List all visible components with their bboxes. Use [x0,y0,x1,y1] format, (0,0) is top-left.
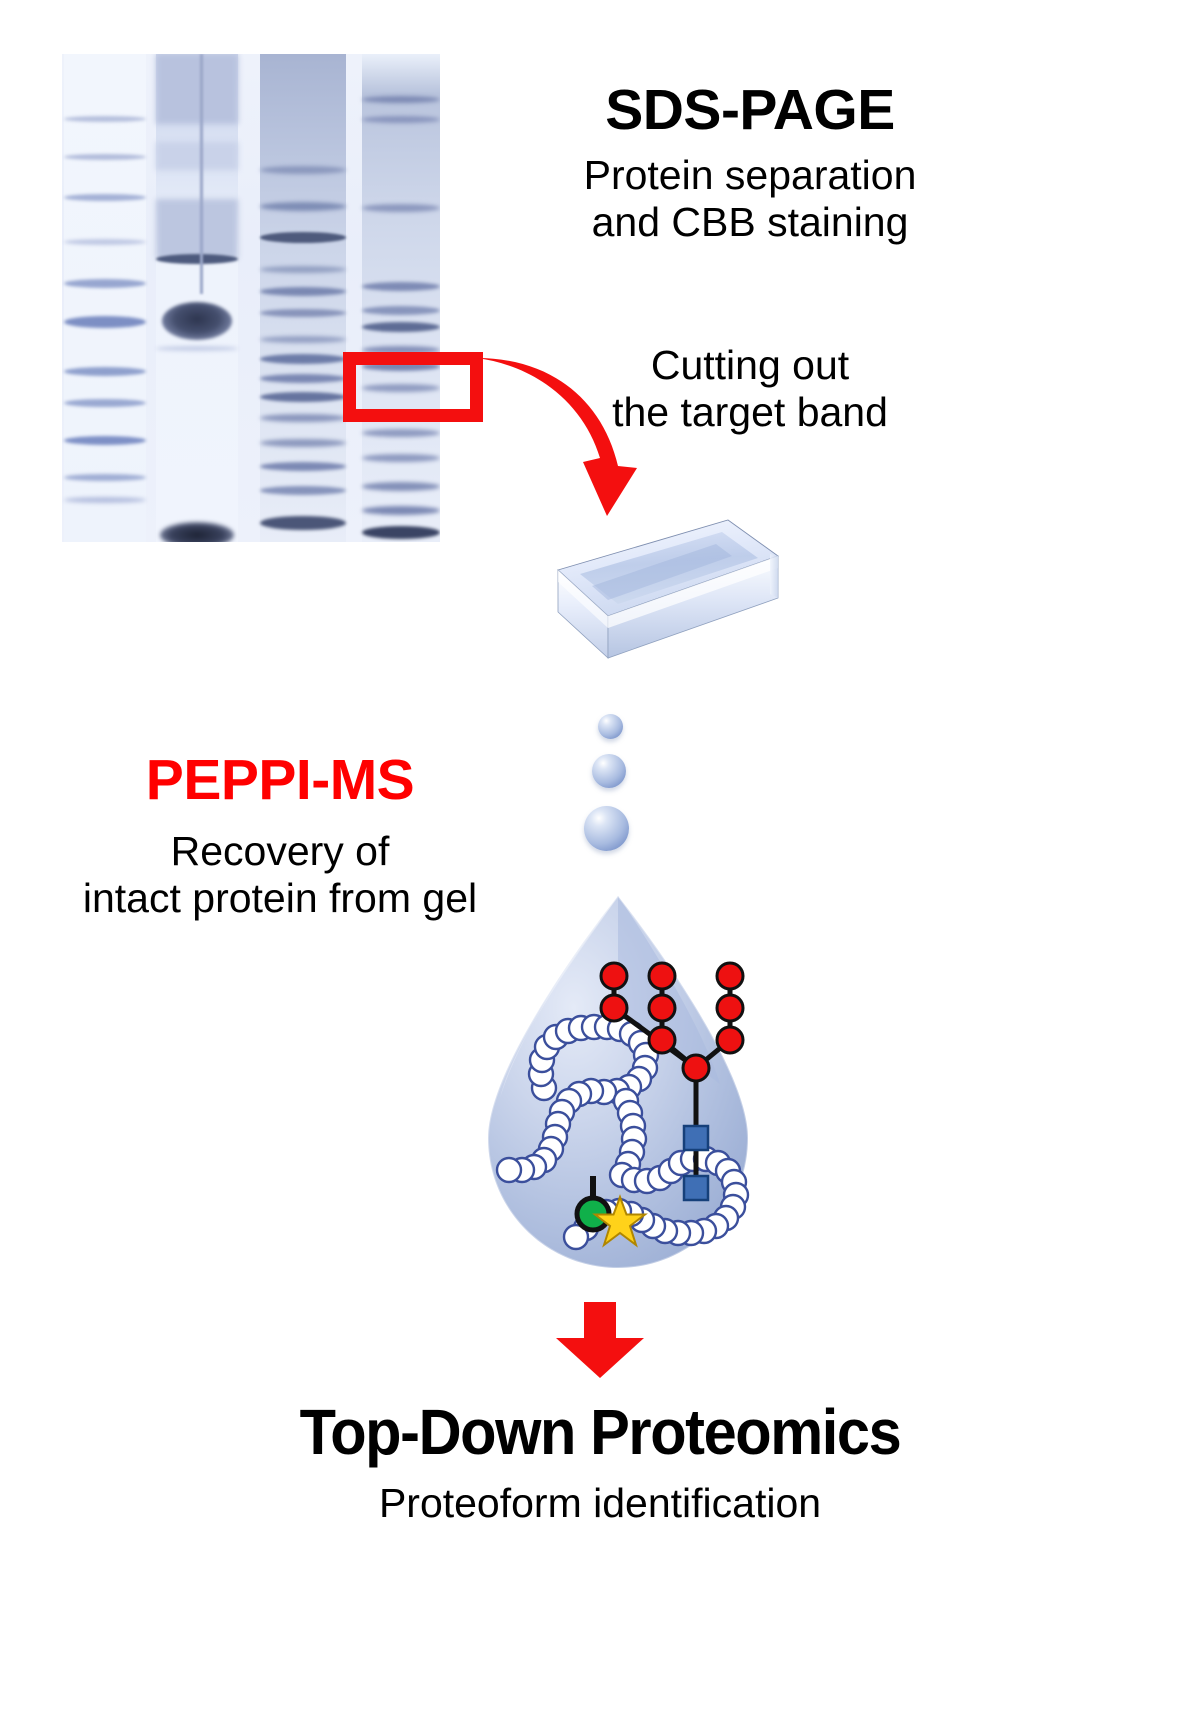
bubble-large-icon [584,806,629,851]
glycan-tree-icon [599,961,745,1202]
sds-page-gel-image [62,54,440,542]
droplet-icon [486,894,750,1270]
cut-band-caption: Cutting out the target band [500,342,1000,435]
gel-slab-icon [557,519,779,659]
down-arrow-icon [556,1302,644,1378]
cut-band-caption-line2: the target band [612,388,888,435]
peppi-ms-subtitle-line2: intact protein from gel [82,874,478,921]
top-down-proteomics-title: Top-Down Proteomics [299,1396,902,1468]
cut-band-caption-line1: Cutting out [650,342,850,388]
sds-page-subtitle: Protein separation and CBB staining [490,152,1010,245]
glycan-square-glcnac-2 [682,1124,710,1152]
peppi-ms-title: PEPPI-MS [145,748,415,812]
top-down-proteomics-subtitle: Proteoform identification [378,1480,822,1526]
glycan-square-glcnac-1 [682,1174,710,1202]
gel-lane-ladder [64,54,146,542]
bubble-medium-icon [592,754,626,788]
curved-arrow-icon [477,358,637,516]
gel-lane-lysate-1 [260,54,346,542]
protein-backbone-chain [495,1013,750,1251]
sds-page-subtitle-line2: and CBB staining [591,198,909,245]
sds-page-title: SDS-PAGE [605,78,895,142]
star-modification-icon [592,1194,648,1248]
bubble-small-icon [598,714,623,739]
gel-lane-lysate-2 [362,54,440,542]
peppi-ms-subtitle-line1: Recovery of [170,828,390,874]
target-band-selection-box[interactable] [343,352,483,422]
gel-lane-purified [156,54,238,542]
peppi-ms-subtitle: Recovery of intact protein from gel [0,828,560,921]
sds-page-subtitle-line1: Protein separation [583,152,917,198]
